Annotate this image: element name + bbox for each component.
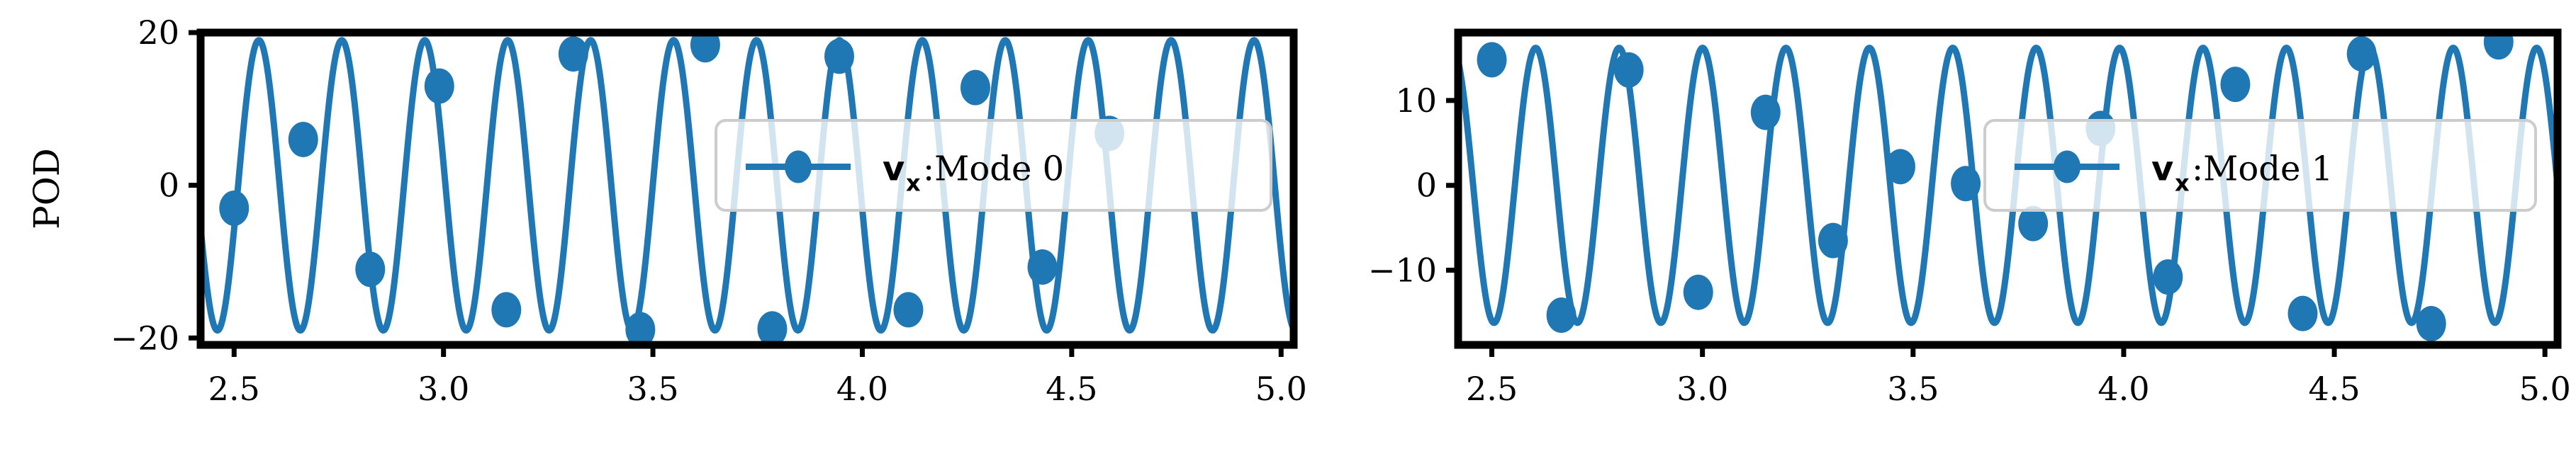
- data-point: [355, 251, 386, 288]
- data-point: [288, 121, 318, 157]
- y-axis-label: POD: [26, 148, 67, 229]
- data-point: [1683, 274, 1713, 310]
- axis-spines: [1454, 28, 2562, 349]
- legend-box: [715, 119, 1272, 212]
- data-point: [2416, 306, 2446, 342]
- series-markers: [219, 33, 1125, 345]
- data-point: [1951, 166, 1981, 202]
- legend-box: [1983, 119, 2537, 212]
- legend-label-vector: v: [2151, 149, 2173, 189]
- y-tick-label: 0: [1416, 166, 1437, 205]
- legend-label-text: :Mode 1: [2192, 149, 2333, 189]
- y-tick-label: 0: [159, 166, 179, 205]
- data-point: [2287, 295, 2318, 331]
- y-tick-label: 10: [1395, 81, 1437, 120]
- axis-spines: [196, 28, 1298, 349]
- data-point: [1477, 42, 1507, 78]
- data-point: [2220, 67, 2251, 103]
- data-point: [960, 69, 990, 106]
- legend-label-text: :Mode 0: [923, 149, 1064, 189]
- data-point: [491, 292, 522, 328]
- data-point: [757, 311, 788, 345]
- y-tick-label: −20: [111, 319, 179, 357]
- data-point: [2153, 259, 2183, 295]
- data-point: [1546, 297, 1577, 334]
- data-point: [1027, 249, 1058, 285]
- y-axis: 20 0 −20: [111, 13, 201, 357]
- legend-label-subscript: x: [2175, 170, 2190, 197]
- legend-label-vector: v: [883, 149, 905, 189]
- data-point: [2483, 33, 2514, 60]
- data-point: [2018, 205, 2049, 241]
- x-axis: 2.5 3.0 3.5 4.0 4.5 5.0: [208, 345, 1307, 408]
- series-line: [201, 37, 1294, 334]
- data-point: [824, 38, 854, 74]
- data-point: [2346, 35, 2377, 72]
- data-point: [1613, 52, 1644, 88]
- data-point: [690, 33, 720, 63]
- y-tick-label: 20: [138, 13, 179, 52]
- x-tick-label: 2.5: [208, 370, 260, 408]
- x-tick-label: 3.0: [1676, 370, 1728, 408]
- x-tick-label: 3.5: [627, 370, 678, 408]
- x-tick-label: 4.5: [2308, 370, 2360, 408]
- x-tick-label: 3.0: [418, 370, 469, 408]
- data-point: [893, 292, 924, 328]
- data-point: [1885, 149, 1915, 185]
- data-point: [219, 191, 250, 226]
- legend-marker-sample: [2054, 150, 2081, 183]
- x-tick-label: 5.0: [2519, 370, 2571, 408]
- y-axis: 10 0 −10: [1368, 81, 1458, 290]
- legend-label-subscript: x: [906, 170, 921, 197]
- data-point: [424, 68, 454, 104]
- x-tick-label: 4.0: [2098, 370, 2149, 408]
- x-tick-label: 4.5: [1046, 370, 1097, 408]
- data-point: [1818, 222, 1848, 258]
- legend-marker-sample: [785, 150, 812, 183]
- x-tick-label: 2.5: [1466, 370, 1518, 408]
- data-point: [558, 36, 588, 72]
- x-axis: 2.5 3.0 3.5 4.0 4.5 5.0: [1466, 345, 2571, 408]
- x-tick-label: 3.5: [1887, 370, 1939, 408]
- x-tick-label: 5.0: [1255, 370, 1307, 408]
- x-tick-label: 4.0: [836, 370, 888, 408]
- data-point: [625, 312, 656, 345]
- data-point: [1750, 94, 1781, 130]
- y-tick-label: −10: [1368, 251, 1437, 290]
